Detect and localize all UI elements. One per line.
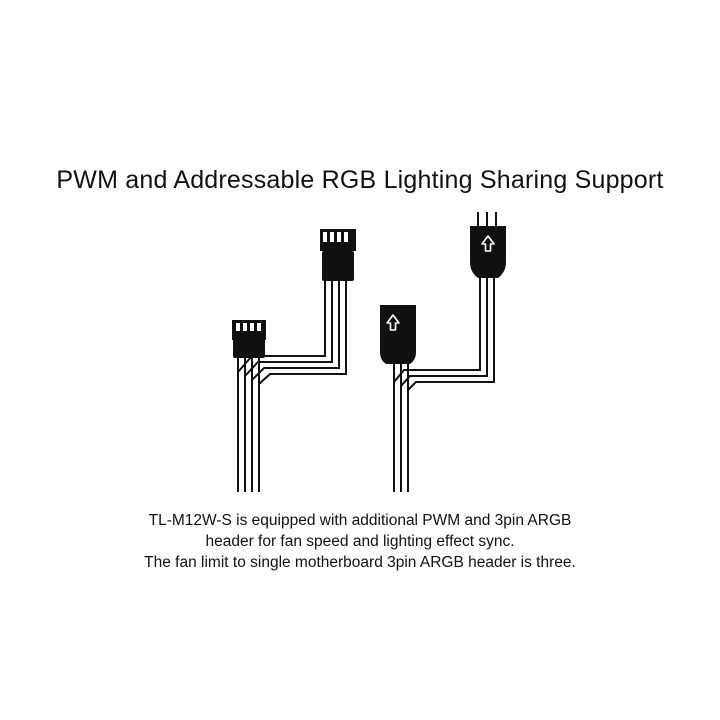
- pwm-connector-left: [232, 320, 266, 358]
- pwm-connector-top: [320, 229, 356, 281]
- pwm-wires-vertical: [237, 358, 260, 492]
- page-title: PWM and Addressable RGB Lighting Sharing…: [56, 166, 664, 194]
- caption-line-2: header for fan speed and lighting effect…: [205, 533, 515, 550]
- argb-wires-vertical: [393, 364, 409, 492]
- argb-connector-top: [470, 212, 506, 278]
- up-arrow-icon: [386, 314, 400, 331]
- up-arrow-icon: [481, 235, 495, 252]
- argb-cable-group: [380, 212, 506, 492]
- argb-wires-branch: [393, 278, 495, 391]
- pwm-wires-branch: [237, 281, 347, 385]
- pwm-cable-group: [232, 229, 356, 492]
- caption-line-1: TL-M12W-S is equipped with additional PW…: [148, 512, 572, 529]
- argb-connector-left: [380, 305, 416, 364]
- caption-line-3: The fan limit to single motherboard 3pin…: [144, 554, 576, 571]
- description-caption: TL-M12W-S is equipped with additional PW…: [0, 510, 720, 573]
